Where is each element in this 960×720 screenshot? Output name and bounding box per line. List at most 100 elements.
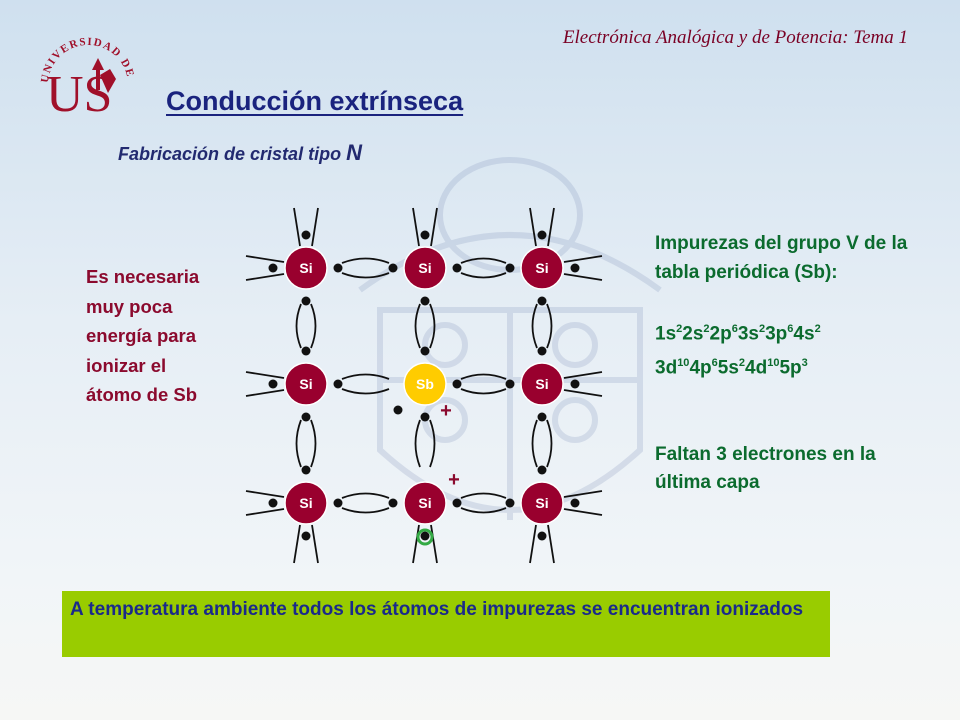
electron-dot <box>537 296 547 306</box>
bond-line <box>341 257 390 264</box>
config1-orbital: 2s <box>682 323 704 345</box>
bond-line <box>531 419 538 468</box>
bond-line <box>341 507 390 514</box>
atom-label: Si <box>299 495 312 511</box>
atom-label: Si <box>535 376 548 392</box>
electron-dot <box>301 412 311 422</box>
electron-dot <box>420 531 430 541</box>
atom-si <box>520 246 564 290</box>
bond-line <box>460 388 507 395</box>
config1-occupancy: 2 <box>676 323 683 335</box>
electron-dot <box>537 230 547 240</box>
bond-stub <box>563 389 603 397</box>
positive-charge: + <box>440 400 452 422</box>
missing-electrons-note: Faltan 3 electrones en la última capa <box>655 443 876 494</box>
university-logo: UNIVERSIDAD DE SEVILLA US <box>30 15 135 120</box>
electron-dot <box>570 498 580 508</box>
bond-line <box>310 303 317 349</box>
config2-orbital: 3d <box>655 357 678 379</box>
bond-line <box>460 272 507 279</box>
bond-line <box>546 419 553 468</box>
electron-dot <box>268 379 278 389</box>
bond-stub <box>293 524 301 564</box>
atom-sb <box>403 362 447 406</box>
bond-line <box>414 419 421 468</box>
electron-dot <box>388 263 398 273</box>
course-title: Electrónica Analógica y de Potencia: Tem… <box>562 27 908 48</box>
bond-line <box>414 303 421 349</box>
config2-orbital: 5s <box>717 357 739 379</box>
config1-occupancy: 2 <box>703 323 710 335</box>
bond-stub <box>245 255 285 263</box>
electron-dot <box>301 346 311 356</box>
electron-dot <box>388 498 398 508</box>
bond-line <box>341 272 390 279</box>
bond-line <box>460 507 507 514</box>
electron-dot <box>570 379 580 389</box>
bond-line <box>295 303 302 349</box>
bond-line <box>341 492 390 499</box>
config1-occupancy: 6 <box>731 323 738 335</box>
bond-stub <box>293 207 301 247</box>
electron-dot <box>537 412 547 422</box>
electron-dot <box>301 230 311 240</box>
atom-label: Sb <box>416 376 434 392</box>
bond-stub <box>563 255 603 263</box>
impurity-heading: Impurezas del grupo V de la tabla periód… <box>655 233 908 283</box>
config2-occupancy: 3 <box>801 356 808 369</box>
subtitle-n: N <box>346 140 362 165</box>
atom-si <box>284 481 328 525</box>
positive-charge: + <box>448 469 460 491</box>
bond-line <box>546 303 553 349</box>
electron-dot <box>268 498 278 508</box>
atom-si <box>520 362 564 406</box>
config1-orbital: 4s <box>793 323 815 345</box>
config1-orbital: 3s <box>737 323 759 345</box>
atom-label: Si <box>535 260 548 276</box>
electron-dot <box>393 405 403 415</box>
electron-dot <box>537 531 547 541</box>
bond-stub <box>245 389 285 397</box>
page-subtitle: Fabricación de cristal tipo N <box>118 140 362 166</box>
bond-stub <box>245 508 285 516</box>
bond-stub <box>563 508 603 516</box>
bond-stub <box>563 273 603 281</box>
electron-dot <box>537 465 547 475</box>
bond-stub <box>245 490 285 498</box>
bond-line <box>429 303 436 349</box>
bond-stub <box>563 490 603 498</box>
bond-line <box>295 419 302 468</box>
bond-stub <box>547 207 555 247</box>
electron-dot <box>505 379 515 389</box>
electron-dot <box>420 296 430 306</box>
electron-dot <box>452 263 462 273</box>
bond-stub <box>547 524 555 564</box>
config1-occupancy: 2 <box>814 323 821 335</box>
bond-line <box>531 303 538 349</box>
config2-orbital: 4d <box>745 357 768 379</box>
electron-dot <box>301 296 311 306</box>
bond-stub <box>529 207 537 247</box>
bond-stub <box>245 273 285 281</box>
subtitle-text: Fabricación de cristal tipo <box>118 144 347 164</box>
electron-dot <box>301 531 311 541</box>
atom-si <box>520 481 564 525</box>
bond-stub <box>430 524 438 564</box>
bond-stub <box>412 207 420 247</box>
atom-si <box>284 362 328 406</box>
bond-stub <box>412 524 420 564</box>
atom-si <box>403 481 447 525</box>
hole-marker <box>416 528 434 546</box>
atom-label: Si <box>299 376 312 392</box>
electron-dot <box>301 465 311 475</box>
atom-label: Si <box>299 260 312 276</box>
bond-stub <box>311 524 319 564</box>
conclusion-box: A temperatura ambiente todos los átomos … <box>62 591 830 657</box>
config2-orbital: 5p <box>779 357 802 379</box>
atom-label: Si <box>535 495 548 511</box>
bond-line <box>341 388 390 395</box>
electron-dot <box>452 379 462 389</box>
bond-line <box>341 373 390 380</box>
electron-dot <box>333 498 343 508</box>
